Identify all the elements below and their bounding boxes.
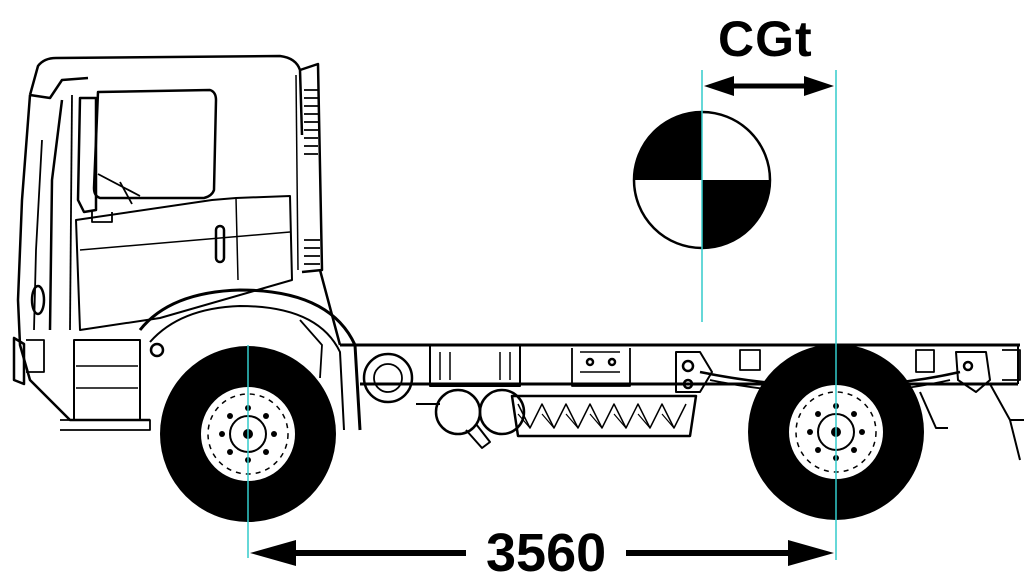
wheelbase-dimension-arrow xyxy=(250,540,834,566)
wheelbase-label: 3560 xyxy=(478,526,615,576)
reference-lines xyxy=(247,70,837,560)
truck-cab-icon xyxy=(12,54,324,431)
cg-dimension-arrow xyxy=(704,76,834,96)
cg-label: CGt xyxy=(718,11,813,67)
fuel-tank-icon xyxy=(510,394,698,438)
